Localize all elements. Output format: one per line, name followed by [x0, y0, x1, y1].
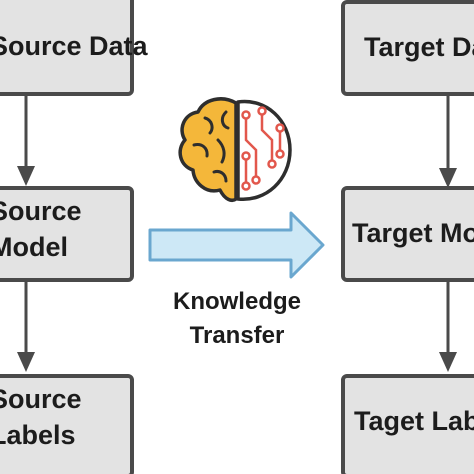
- source-labels-label-line2: Labels: [0, 420, 76, 450]
- target-model-box: [341, 186, 474, 282]
- source-model-label-line1: Source: [0, 196, 82, 226]
- transfer-caption-line1: Knowledge: [173, 288, 301, 315]
- source-data-box: [0, 0, 134, 96]
- brain-left-half: [178, 97, 238, 203]
- knowledge-transfer-arrow: [148, 211, 325, 279]
- brain-folds: [192, 110, 230, 183]
- source-model-label-line2: Model: [0, 232, 68, 262]
- brain-circuit-icon: [178, 97, 292, 203]
- target-model-label: Target Model: [352, 218, 474, 248]
- circuit-traces: [244, 112, 282, 184]
- source-model-box: [0, 186, 134, 282]
- source-labels-label-line1: Source: [0, 384, 82, 414]
- source-model-to-labels-arrowhead: [17, 352, 35, 372]
- source-labels-box: [0, 374, 134, 474]
- target-labels-label: Taget Labels: [354, 406, 474, 436]
- target-data-to-model-arrowhead: [439, 168, 457, 188]
- source-data-to-model-arrowhead: [17, 166, 35, 186]
- target-data-box: [341, 0, 474, 96]
- transfer-caption-line2: Transfer: [190, 322, 285, 349]
- source-data-label: Source Data: [0, 31, 149, 61]
- target-labels-box: [341, 374, 474, 474]
- target-model-to-labels-arrowhead: [439, 352, 457, 372]
- target-data-label: Target Data: [364, 32, 474, 62]
- circuit-nodes: [241, 106, 285, 191]
